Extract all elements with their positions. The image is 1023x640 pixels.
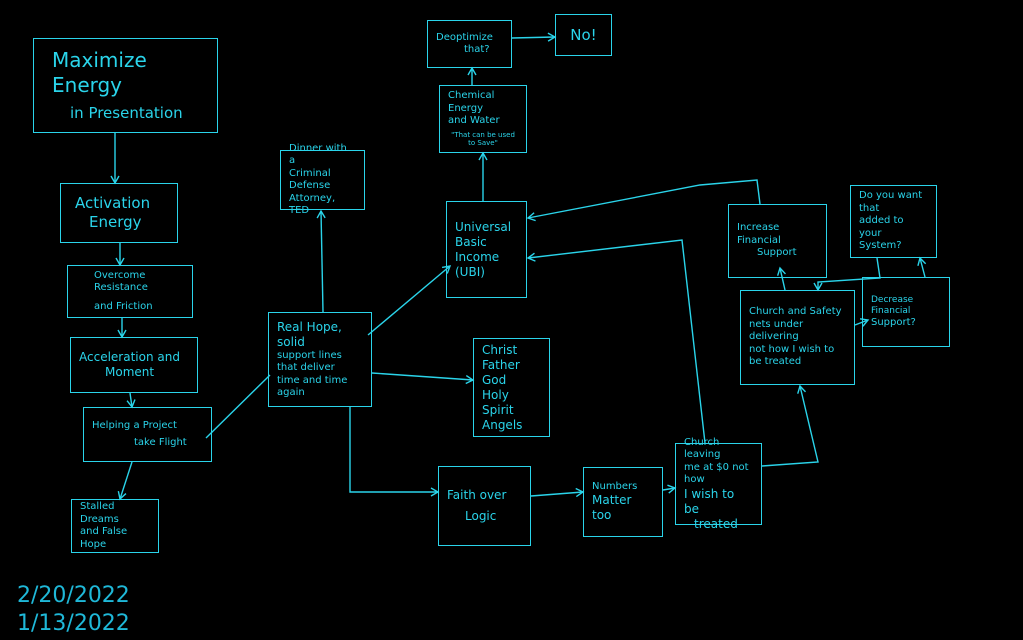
node-increase-financial-support[interactable]: Increase Financial Support — [728, 204, 827, 278]
connector-churchsafety-to-increase — [776, 266, 786, 291]
node-decrease-financial-support[interactable]: Decrease Financial Support? — [862, 277, 950, 347]
connector-realhope-to-faith — [349, 407, 440, 497]
node-faith-over-logic[interactable]: Faith over Logic — [438, 466, 531, 546]
connector-numbers-to-churchleaving — [662, 484, 677, 494]
connector-deoptimize-to-no — [511, 32, 557, 42]
node-acceleration[interactable]: Acceleration and Moment — [70, 337, 198, 393]
node-deoptimize[interactable]: Deoptimize that? — [427, 20, 512, 68]
node-church-leaving[interactable]: Church leaving me at $0 not how I wish t… — [675, 437, 762, 531]
node-numbers-matter[interactable]: Numbers Matter too — [583, 467, 663, 537]
node-ubi[interactable]: Universal Basic Income (UBI) — [446, 201, 527, 298]
connector-realhope-to-christ — [371, 372, 475, 385]
connector-acceleration-to-helping — [126, 392, 136, 409]
node-no[interactable]: No! — [555, 14, 612, 56]
node-helping-project[interactable]: Helping a Project take Flight — [83, 407, 212, 462]
node-chemical-energy[interactable]: Chemical Energy and Water "That can be u… — [439, 85, 527, 153]
node-christ[interactable]: Christ Father God Holy Spirit Angels — [473, 338, 550, 437]
connector-helping-to-realhope — [205, 374, 271, 439]
node-real-hope[interactable]: Real Hope, solid support lines that deli… — [268, 312, 372, 407]
connector-faith-to-numbers — [530, 487, 585, 498]
connector-helping-to-stalled — [117, 461, 133, 501]
node-stalled-dreams[interactable]: Stalled Dreams and False Hope — [71, 499, 159, 553]
connector-decrease-to-doyouwant — [917, 256, 927, 278]
connector-realhope-to-ubi — [367, 265, 452, 336]
node-church-safety-nets[interactable]: Church and Safety nets under delivering … — [740, 290, 855, 385]
date-2: 1/13/2022 — [17, 610, 130, 636]
date-1: 2/20/2022 — [17, 583, 130, 608]
node-dinner[interactable]: Dinner with a Criminal Defense Attorney,… — [280, 143, 365, 216]
node-do-you-want[interactable]: Do you want that added to your System? — [850, 185, 937, 258]
node-overcome-resistance[interactable]: Overcome Resistance and Friction — [67, 265, 193, 318]
connector-realhope-to-dinner — [316, 209, 326, 313]
connector-churchleaving-to-churchsafety — [761, 384, 819, 467]
connector-increase-to-ubi — [526, 179, 761, 222]
connector-churchsafety-to-decrease — [854, 318, 870, 327]
connector-churchleaving-to-ubi — [526, 239, 706, 444]
dates: 2/20/2022 1/13/2022 — [17, 582, 130, 637]
node-maximize-energy[interactable]: Maximize Energy in Presentation — [33, 38, 218, 133]
connector-doyouwant-to-churchsafety — [813, 257, 881, 292]
node-activation-energy[interactable]: Activation Energy — [60, 183, 178, 243]
